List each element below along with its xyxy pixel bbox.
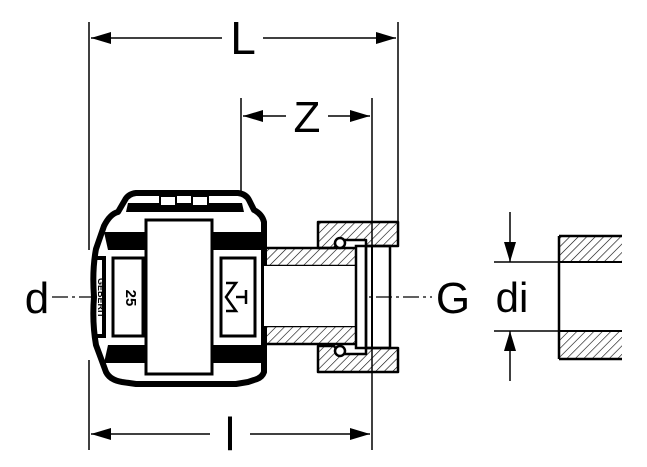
brand-marking: GEBERIT	[96, 278, 106, 319]
size-marking: 25	[122, 290, 139, 307]
label-overall-length: L	[230, 12, 256, 64]
pipe-section-di: di	[494, 212, 622, 381]
dimension-l: l	[91, 408, 370, 460]
fitting-press-body: 25 GEBERIT	[90, 190, 267, 387]
pipe-stub	[262, 246, 364, 346]
label-insertion-depth: Z	[294, 93, 321, 142]
dimension-Z: Z	[243, 93, 370, 142]
label-pipe-diameter: d	[25, 274, 49, 323]
label-thread-size: G	[436, 274, 470, 323]
label-body-length: l	[225, 408, 235, 460]
label-inner-diameter: di	[496, 274, 529, 321]
dimension-L: L	[91, 12, 396, 64]
threaded-nut	[316, 220, 400, 374]
